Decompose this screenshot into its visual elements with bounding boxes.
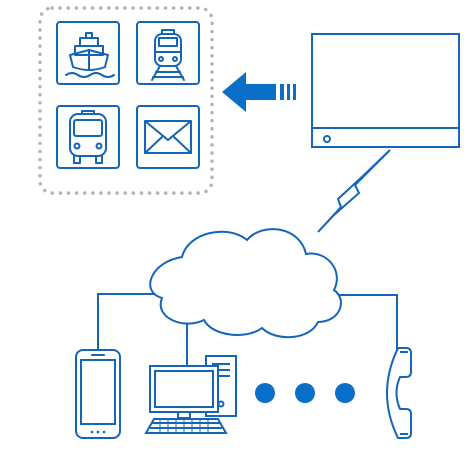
icon-panel-border <box>38 6 214 195</box>
desktop-computer-icon <box>144 355 237 434</box>
network-lines <box>97 293 398 366</box>
cloud-icon <box>149 228 342 339</box>
telephone-handset-icon <box>386 347 412 439</box>
lightning-bolt-icon <box>317 149 391 233</box>
ellipsis-dots-icon <box>255 383 355 403</box>
envelope-icon <box>136 105 200 169</box>
train-icon <box>136 21 200 85</box>
bus-icon <box>56 105 120 169</box>
smartphone-icon <box>75 349 121 439</box>
arrow-left-icon <box>222 72 296 112</box>
server-terminal-icon <box>311 33 460 148</box>
ship-icon <box>56 21 120 85</box>
